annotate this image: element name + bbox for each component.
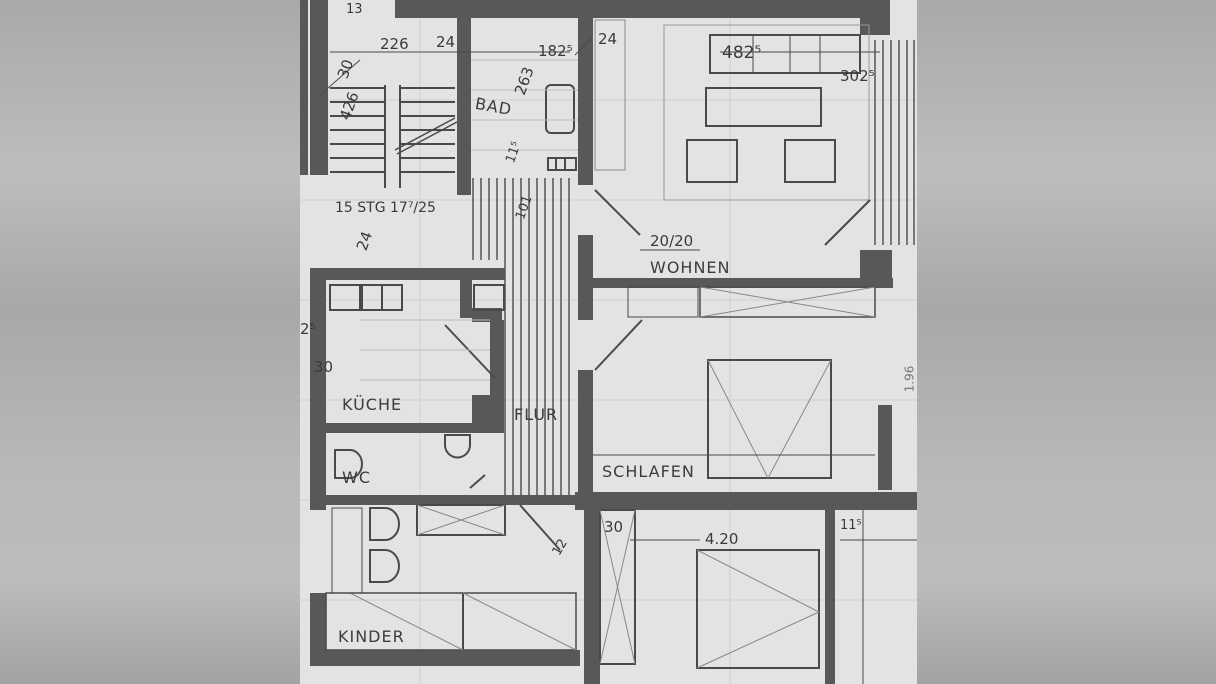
stair-count: 15 STG 17⁷/25 bbox=[335, 200, 436, 216]
dim-13: 13 bbox=[346, 2, 363, 17]
bathroom-fixtures bbox=[471, 59, 578, 171]
blurred-background-left bbox=[0, 0, 300, 684]
room-label-kueche: KÜCHE bbox=[342, 395, 403, 414]
living-room-furniture bbox=[594, 19, 871, 246]
dim-1-96: 1.96 bbox=[902, 365, 917, 393]
balcony bbox=[874, 40, 915, 245]
room-label-schlafen: SCHLAFEN bbox=[602, 462, 695, 481]
bedroom-furniture bbox=[593, 286, 876, 479]
kids-room-furniture bbox=[325, 504, 577, 651]
dim-2-5: 2⁵ bbox=[300, 320, 316, 338]
dim-30-kueche: 30 bbox=[314, 358, 334, 376]
dim-4-20: 4.20 bbox=[705, 530, 739, 548]
room-label-wohnen: WOHNEN bbox=[650, 258, 731, 277]
lower-right-room bbox=[599, 509, 917, 684]
dim-30-lower: 30 bbox=[604, 518, 624, 536]
dim-24-wohnen: 24 bbox=[598, 30, 618, 48]
dim-482: 482⁵ bbox=[722, 43, 762, 63]
kitchen-fixtures bbox=[329, 284, 505, 381]
staircase bbox=[330, 85, 458, 188]
dim-226: 226 bbox=[380, 35, 409, 53]
wc-fixtures bbox=[334, 434, 486, 489]
dimension-lines bbox=[319, 37, 880, 251]
floor-plan-drawing bbox=[300, 0, 917, 684]
walls bbox=[300, 0, 917, 684]
dim-24-top: 24 bbox=[436, 33, 456, 51]
room-label-flur: FLUR bbox=[514, 405, 559, 424]
room-label-kinder: KINDER bbox=[338, 627, 405, 646]
hall-floor bbox=[472, 178, 570, 500]
paper-grid bbox=[300, 0, 917, 684]
dim-302: 302⁵ bbox=[840, 67, 875, 85]
dim-20-20: 20/20 bbox=[650, 232, 694, 250]
blurred-background-right bbox=[917, 0, 1216, 684]
dim-182: 182⁵ bbox=[538, 42, 573, 60]
room-label-wc: WC bbox=[342, 468, 371, 487]
dim-115-lower: 11⁵ bbox=[840, 518, 862, 533]
floor-plan: BAD WOHNEN KÜCHE FLUR SCHLAFEN WC KINDER… bbox=[300, 0, 917, 684]
